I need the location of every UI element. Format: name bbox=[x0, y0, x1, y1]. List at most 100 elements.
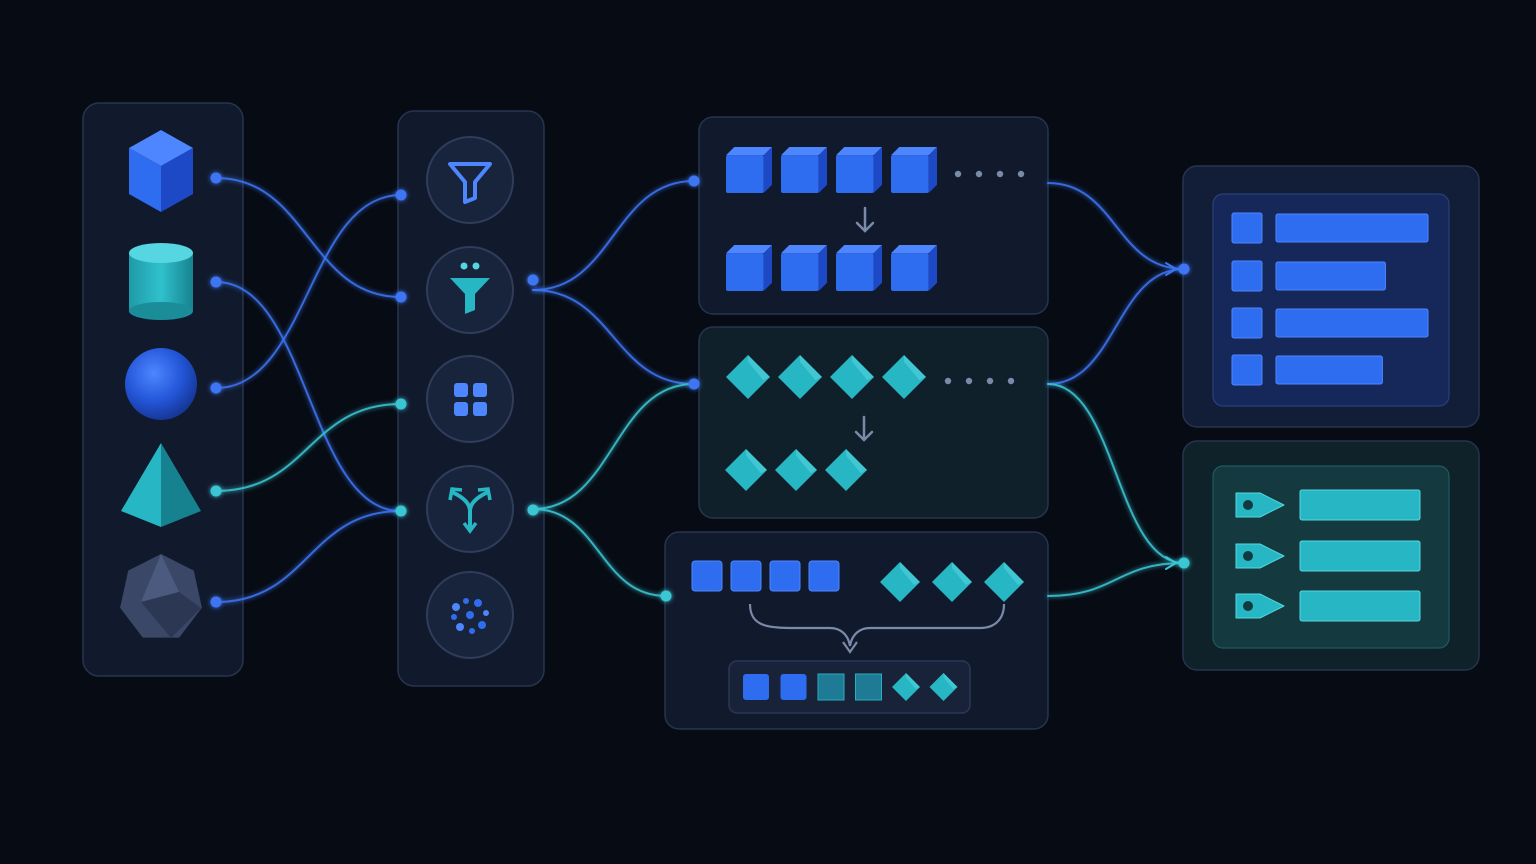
operation-node-circle bbox=[426, 136, 514, 224]
merged-diamond-highlight bbox=[943, 673, 958, 690]
output-cube-front bbox=[891, 253, 929, 291]
input-cube-top bbox=[891, 147, 937, 156]
split-arrow-down bbox=[462, 521, 478, 534]
square-icon bbox=[1231, 260, 1263, 292]
merge-brace-arrow bbox=[842, 641, 858, 654]
operation-node-2 bbox=[426, 355, 514, 443]
output-diamond bbox=[725, 449, 767, 491]
input-diamond bbox=[726, 355, 770, 399]
pyramid-icon-right bbox=[161, 443, 201, 527]
input-diamond-highlight bbox=[800, 355, 822, 381]
list-bar bbox=[1275, 213, 1429, 243]
output-inner-panel-blue-list bbox=[1212, 193, 1450, 407]
funnel-body bbox=[450, 278, 490, 314]
pyramid-icon bbox=[121, 443, 201, 527]
more-dot bbox=[996, 170, 1004, 178]
merge-left-square bbox=[730, 560, 762, 592]
output-contents bbox=[1231, 212, 1429, 622]
output-diamond-highlight bbox=[796, 449, 817, 474]
link-stage-2-to-output-1 bbox=[1047, 562, 1185, 597]
more-dot bbox=[975, 170, 983, 178]
tag-body bbox=[1235, 543, 1285, 569]
polyhedron-icon-facet bbox=[141, 554, 179, 602]
arrowhead-output-0 bbox=[1165, 262, 1178, 276]
merged-blend bbox=[817, 673, 845, 701]
split-arrow-right bbox=[477, 487, 492, 501]
stage-contents bbox=[691, 147, 1025, 714]
scatter-dot bbox=[478, 621, 486, 629]
scatter-dot bbox=[466, 611, 474, 619]
link-op-3-to-stage-1 bbox=[532, 383, 695, 510]
grid-square bbox=[473, 383, 487, 397]
merge-right-diamond-highlight bbox=[952, 562, 972, 585]
output-cube-front bbox=[836, 253, 874, 291]
source-port-3 bbox=[210, 485, 222, 497]
more-dot bbox=[944, 377, 952, 385]
input-cube-side bbox=[873, 147, 882, 193]
stage-panel-teal-stream bbox=[698, 326, 1049, 519]
grid-square bbox=[473, 402, 487, 416]
merged-cube bbox=[743, 674, 769, 700]
output-cube bbox=[836, 245, 882, 291]
input-diamond bbox=[830, 355, 874, 399]
operation-in-port-1 bbox=[395, 291, 407, 303]
tag-icon bbox=[1235, 543, 1285, 569]
merged-blend bbox=[855, 673, 882, 701]
merged-diamond bbox=[892, 673, 920, 701]
output-in-port-0 bbox=[1178, 263, 1190, 275]
more-dot bbox=[954, 170, 962, 178]
list-bar bbox=[1275, 308, 1429, 338]
stage-merge-stream-items bbox=[691, 560, 1024, 714]
link-op-1-to-stage-0 bbox=[532, 180, 695, 291]
merge-left-square bbox=[769, 560, 801, 592]
pyramid-icon-left bbox=[121, 443, 161, 527]
grid-square bbox=[454, 402, 468, 416]
grid-squares-icon bbox=[454, 383, 487, 416]
output-blue-list-rows bbox=[1231, 212, 1429, 386]
link-stage-0-to-output-0 bbox=[1047, 182, 1185, 270]
filter-funnel-icon bbox=[448, 162, 492, 204]
sphere-icon-body bbox=[125, 348, 197, 420]
funnel-dot bbox=[460, 262, 468, 270]
list-bar bbox=[1275, 261, 1386, 291]
more-dot bbox=[1007, 377, 1015, 385]
list-bar bbox=[1275, 355, 1383, 385]
link-op-1-to-stage-1 bbox=[532, 289, 695, 385]
stage-in-port-2 bbox=[660, 590, 672, 602]
input-diamond bbox=[778, 355, 822, 399]
more-dot bbox=[1017, 170, 1025, 178]
input-cube-top bbox=[781, 147, 827, 156]
square-icon bbox=[1231, 307, 1263, 339]
operation-node-1 bbox=[426, 246, 514, 334]
output-cube-side bbox=[763, 245, 772, 291]
link-stage-1-to-output-0 bbox=[1047, 268, 1185, 385]
cylinder-icon-bottom bbox=[129, 302, 193, 320]
tag-hole bbox=[1243, 551, 1253, 561]
cube-icon bbox=[129, 130, 193, 212]
grid-square bbox=[454, 383, 468, 397]
merged-diamond-highlight bbox=[906, 673, 920, 690]
source-port-2 bbox=[210, 382, 222, 394]
input-diamond bbox=[882, 355, 926, 399]
input-cube-top bbox=[836, 147, 882, 156]
source-port-1 bbox=[210, 276, 222, 288]
operation-icons bbox=[426, 136, 514, 659]
scatter-dots-icon bbox=[451, 598, 489, 634]
link-source-3-to-op-2 bbox=[215, 403, 402, 492]
output-cube-side bbox=[873, 245, 882, 291]
merge-left-square bbox=[691, 560, 723, 592]
scatter-dot bbox=[452, 603, 460, 611]
input-cube-top bbox=[726, 147, 772, 156]
cube-icon-right bbox=[161, 148, 193, 212]
input-cube-front bbox=[726, 155, 764, 193]
stage-blue-stream-items bbox=[726, 147, 1025, 291]
input-diamond-highlight bbox=[904, 355, 926, 381]
input-cube-front bbox=[781, 155, 819, 193]
arrowhead-output-1 bbox=[1165, 556, 1178, 570]
input-cube-side bbox=[763, 147, 772, 193]
merge-right-diamond bbox=[880, 562, 920, 602]
output-cube-top bbox=[891, 245, 937, 254]
cube-icon-left bbox=[129, 148, 161, 212]
output-cube bbox=[781, 245, 827, 291]
